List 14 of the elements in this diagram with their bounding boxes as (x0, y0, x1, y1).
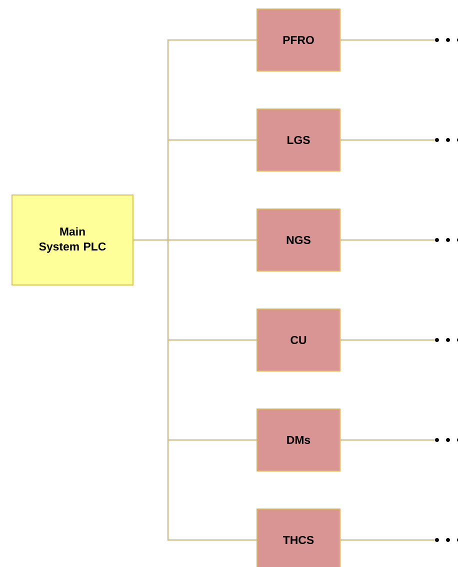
subsystem-box: CU (256, 308, 340, 372)
ellipsis-dots (435, 538, 458, 542)
connector-line (133, 240, 257, 540)
ellipsis-dots (435, 238, 458, 242)
subsystem-box: NGS (256, 208, 340, 272)
ellipsis-dots (435, 38, 458, 42)
subsystem-box: LGS (256, 108, 340, 172)
subsystem-box: DMs (256, 408, 340, 472)
ellipsis-dots (435, 138, 458, 142)
ellipsis-dots (435, 438, 458, 442)
subsystem-box: THCS (256, 508, 340, 567)
subsystem-box: PFRO (256, 8, 340, 72)
control-box: Main System PLC (12, 194, 134, 286)
ellipsis-dots (435, 338, 458, 342)
